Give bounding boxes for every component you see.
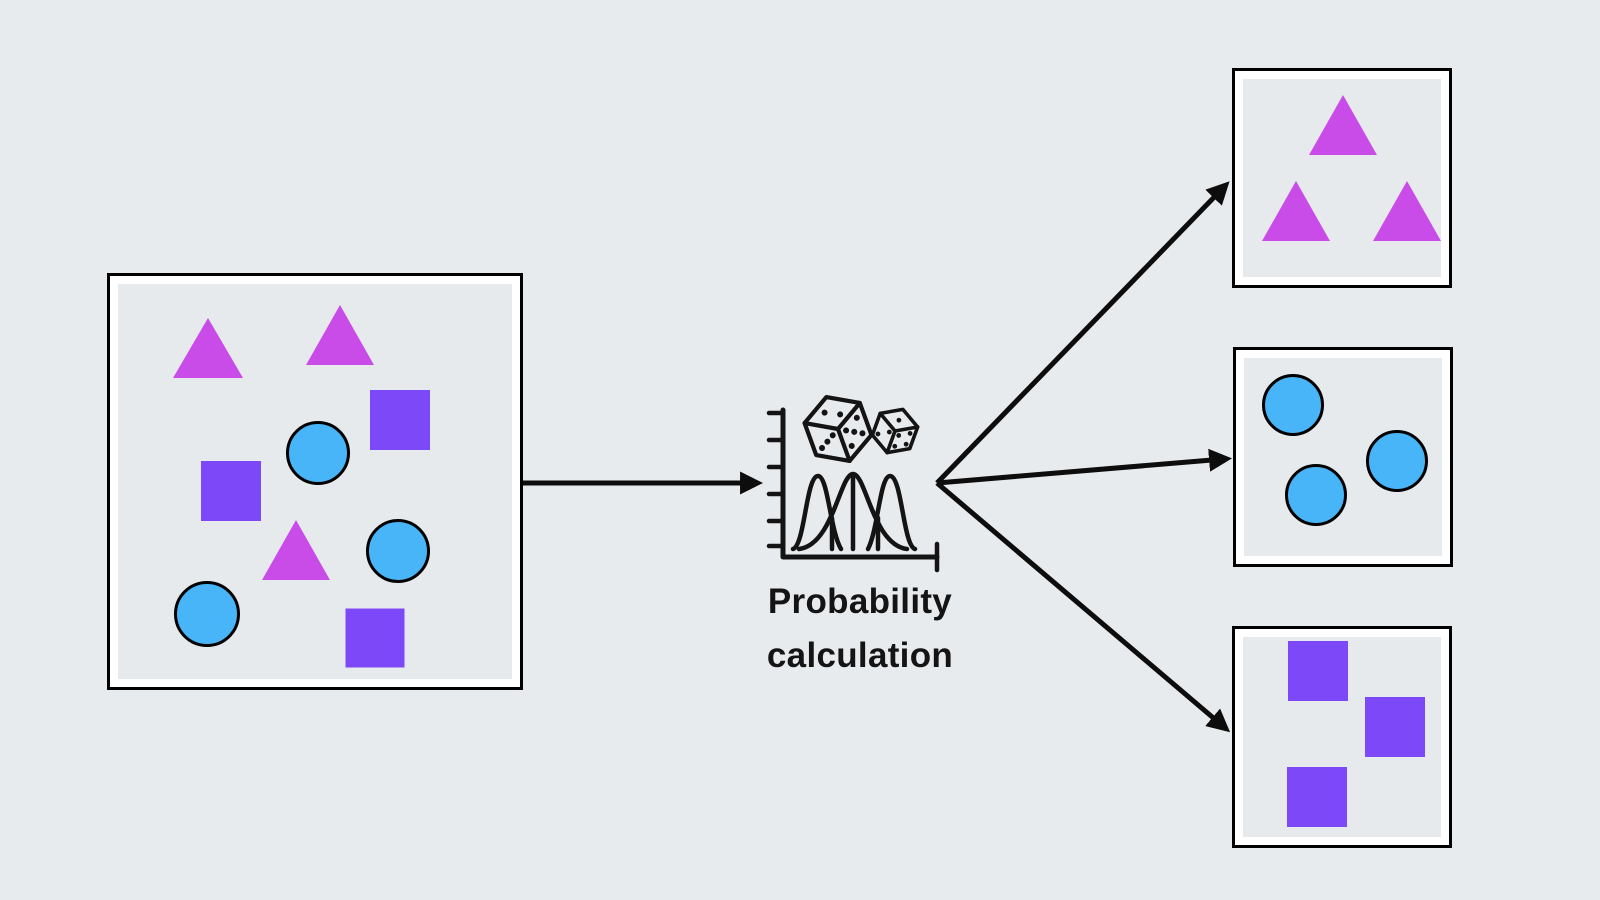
circle-shape [286,421,350,485]
square-shape [345,608,405,668]
square-shape [1365,697,1425,757]
square-shape [201,461,261,521]
dice-icon [802,394,920,464]
circle-shape [366,519,430,583]
label-line-1: Probability [767,582,953,621]
label-line-2: calculation [766,636,954,676]
flow-arrow [936,448,1233,486]
square-shape [1287,767,1347,827]
axis-icon [766,407,940,573]
circle-shape [1366,430,1428,492]
square-shape [1288,641,1348,701]
circle-shape [174,581,240,647]
circle-shape [1262,374,1324,436]
circle-shape [1285,464,1347,526]
output-triangles-box [1232,68,1452,288]
bell-curves-icon [790,471,918,552]
square-shape [370,390,430,450]
probability-icon [766,394,940,573]
output-squares-box [1232,626,1452,848]
output-circles-box [1233,347,1453,567]
input-shapes-box [107,273,523,690]
probability-calculation-label: Probability calculation [710,575,1010,684]
flow-arrow [935,181,1230,485]
